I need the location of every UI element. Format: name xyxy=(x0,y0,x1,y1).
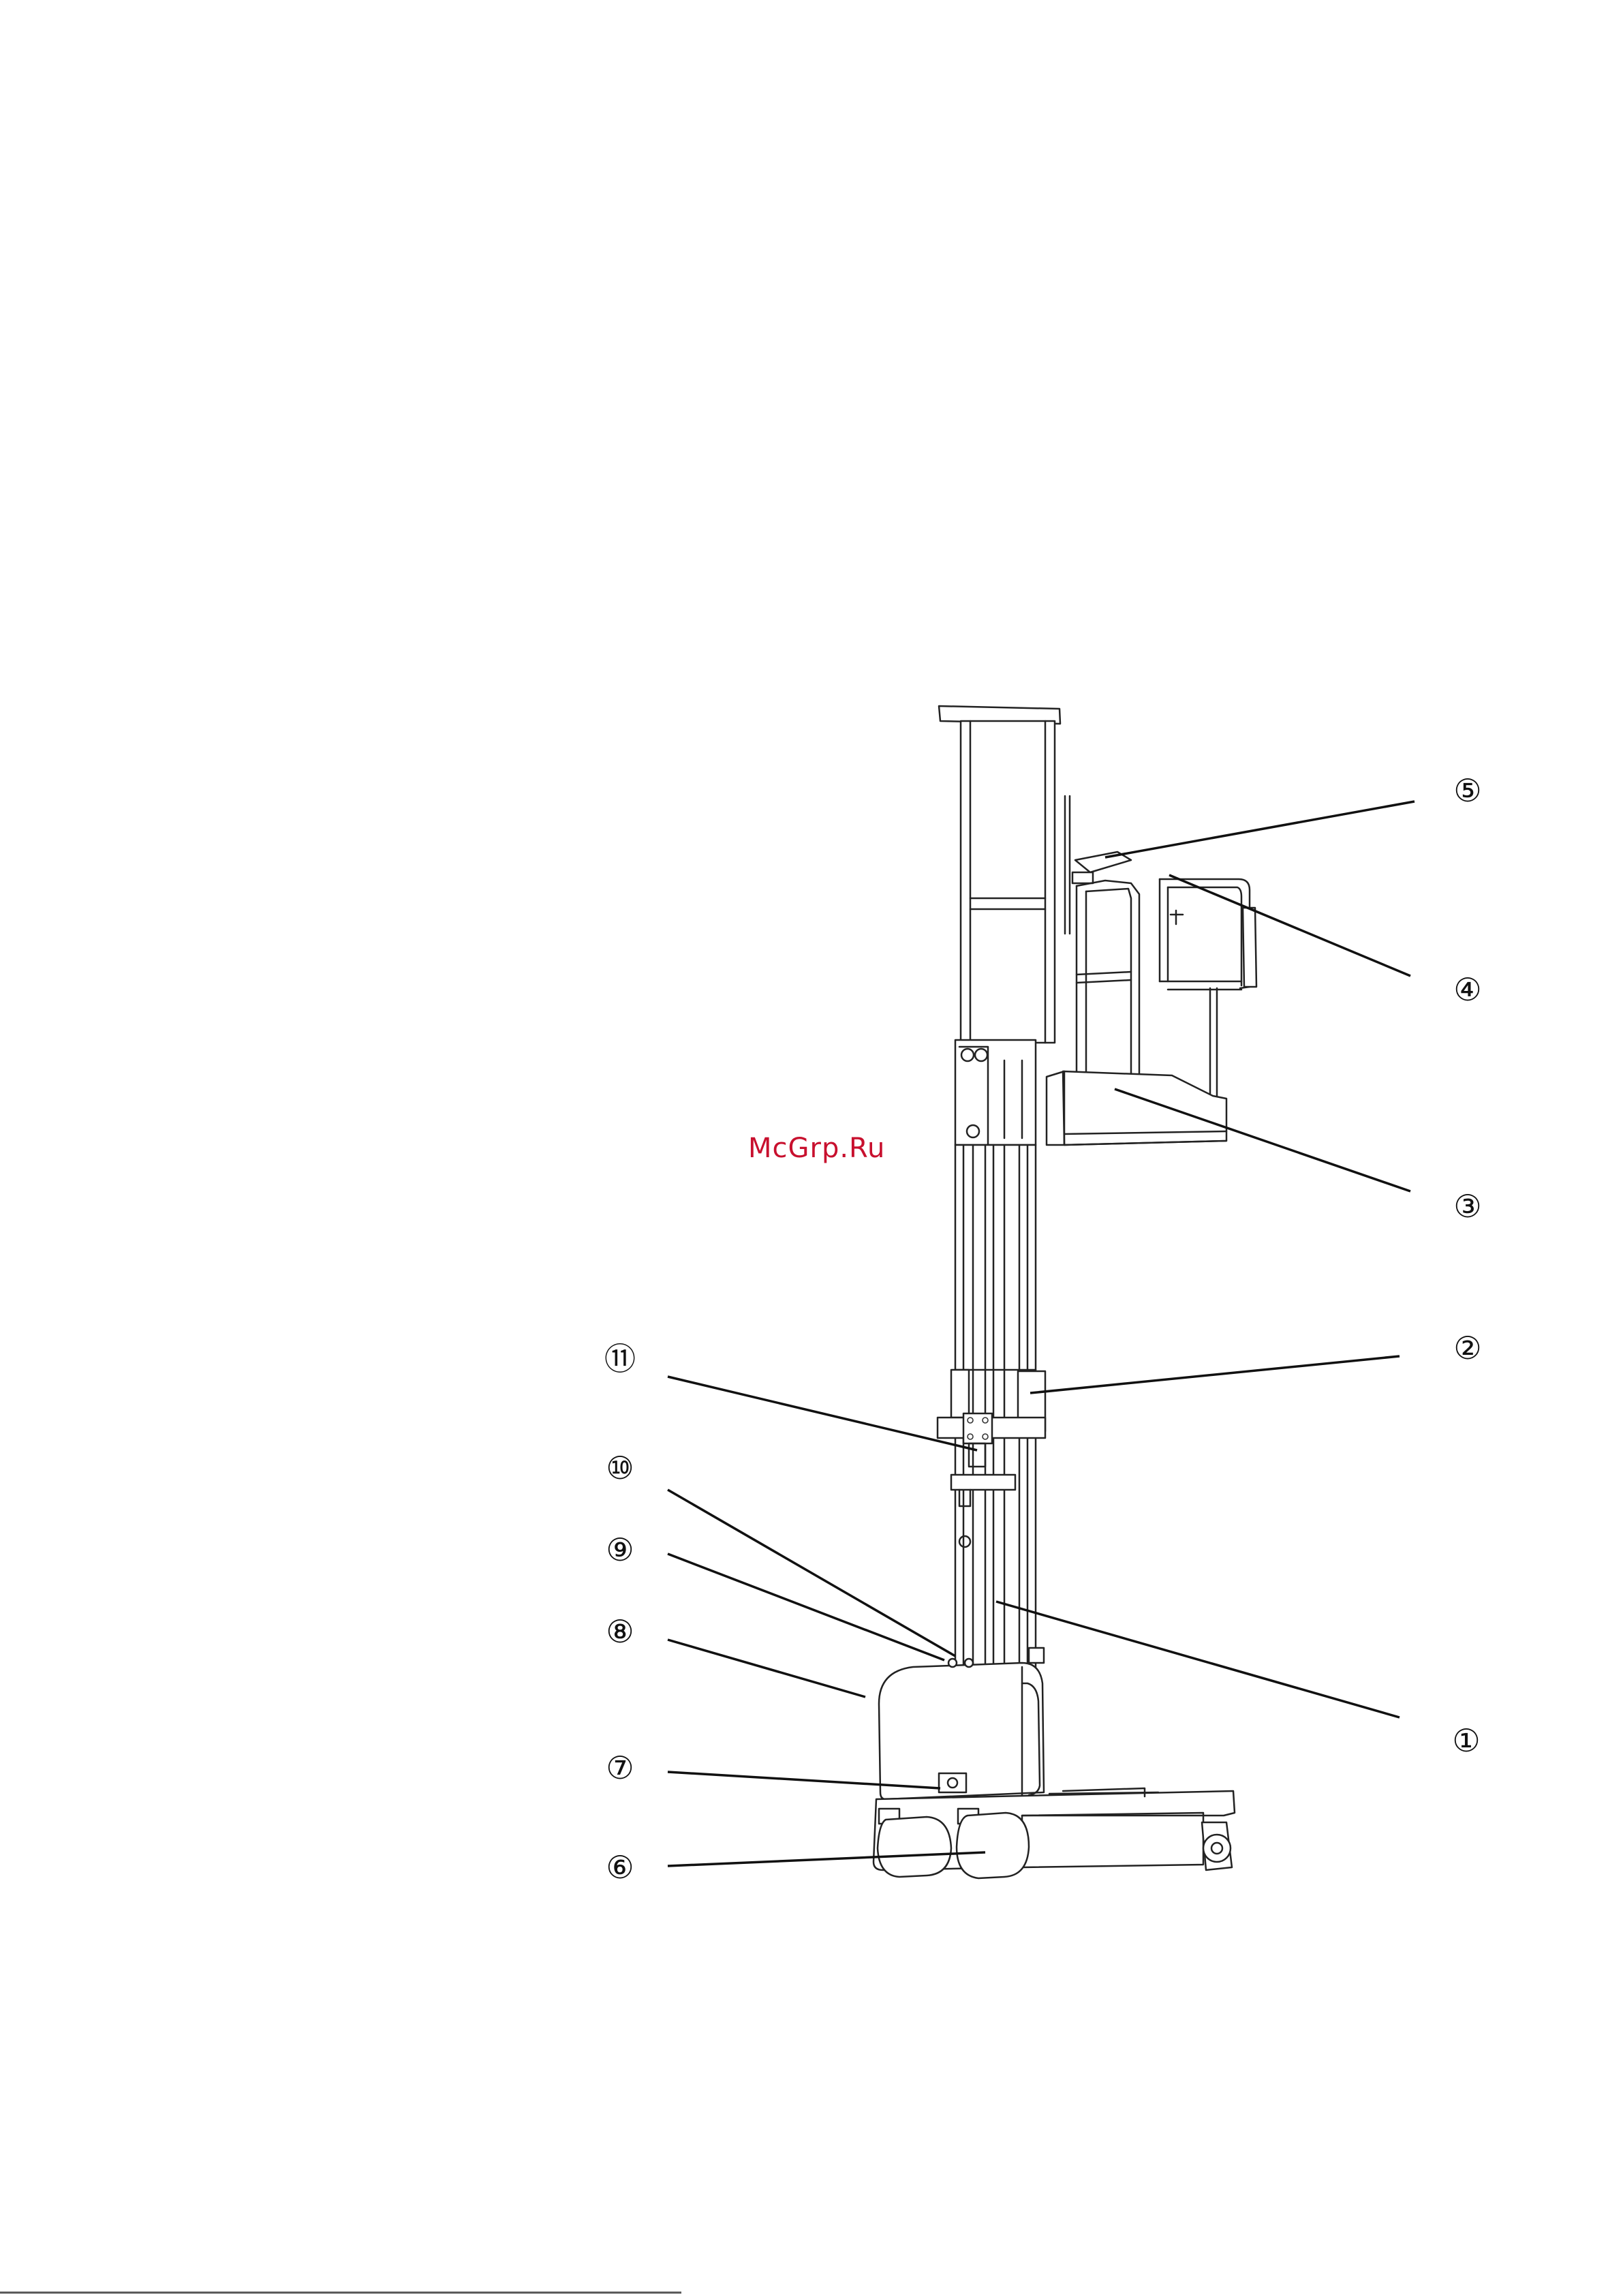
callout-1: ① xyxy=(1452,1722,1480,1759)
callout-label-1: ① xyxy=(1452,1722,1480,1759)
callout-label-8: ⑧ xyxy=(606,1613,634,1650)
leader-line-2 xyxy=(1030,1356,1400,1393)
leader-line-5 xyxy=(1105,801,1415,857)
leader-line-1 xyxy=(996,1602,1400,1717)
callout-label-6: ⑥ xyxy=(606,1849,634,1886)
callout-label-3: ③ xyxy=(1453,1188,1481,1225)
callout-6: ⑥ xyxy=(606,1849,634,1886)
callout-label-9: ⑨ xyxy=(606,1531,634,1568)
callout-label-10: ⑩ xyxy=(606,1450,634,1486)
callout-11: ⑪ xyxy=(604,1341,636,1377)
callout-2: ② xyxy=(1453,1330,1481,1366)
callout-10: ⑩ xyxy=(606,1450,634,1486)
callout-4: ④ xyxy=(1453,971,1481,1008)
order-picker-illustration xyxy=(874,706,1256,1878)
leader-line-10 xyxy=(668,1490,955,1656)
callout-3: ③ xyxy=(1453,1188,1481,1225)
callout-5: ⑤ xyxy=(1453,772,1481,809)
callout-label-11: ⑪ xyxy=(604,1341,636,1377)
leader-line-8 xyxy=(668,1640,865,1697)
callout-7: ⑦ xyxy=(606,1749,634,1786)
callout-label-7: ⑦ xyxy=(606,1749,634,1786)
callout-8: ⑧ xyxy=(606,1613,634,1650)
callout-label-4: ④ xyxy=(1453,971,1481,1008)
callout-9: ⑨ xyxy=(606,1531,634,1568)
callout-label-2: ② xyxy=(1453,1330,1481,1366)
leader-line-4 xyxy=(1169,875,1410,976)
callout-label-5: ⑤ xyxy=(1453,772,1481,809)
watermark-text: McGrp.Ru xyxy=(748,1133,885,1164)
leader-line-11 xyxy=(668,1377,977,1450)
